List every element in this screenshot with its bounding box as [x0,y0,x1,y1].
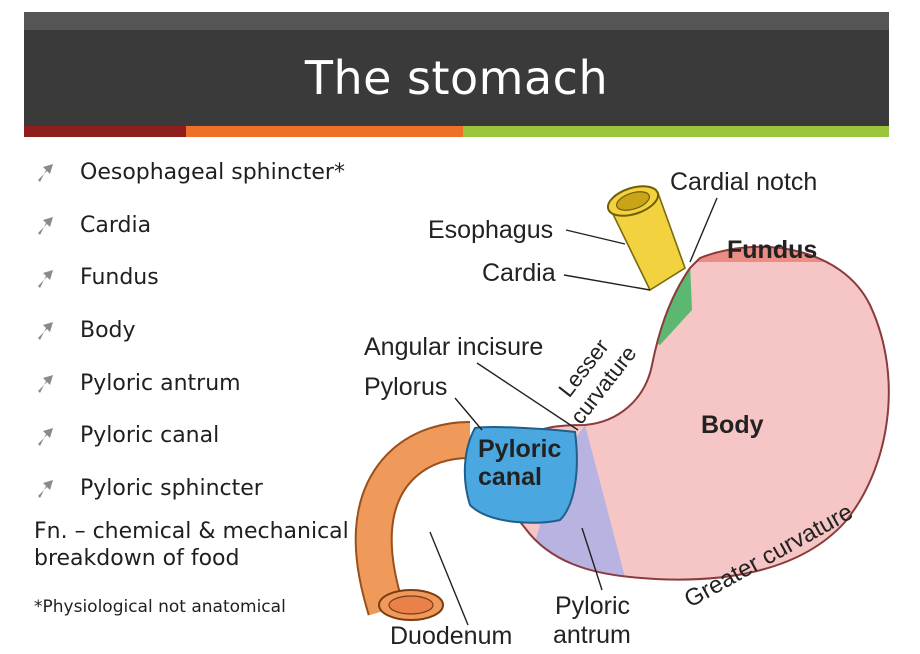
accent-bar-orange [186,126,463,137]
bullet-label: Fundus [80,265,159,291]
bullet-label: Pyloric canal [80,423,220,449]
bullet-list: Oesophageal sphincter* Cardia Fundus Bod… [34,146,345,515]
duodenum-region [354,421,471,621]
arrow-up-right-icon [34,161,64,183]
label-cardial-notch: Cardial notch [670,168,817,196]
label-pyloric-canal-line: canal [478,463,542,491]
function-note: Fn. – chemical & mechanical breakdown of… [34,518,374,572]
arrow-up-right-icon [34,425,64,447]
arrow-up-right-icon [34,477,64,499]
stomach-outline [505,245,890,581]
list-item: Oesophageal sphincter* [34,146,345,199]
list-item: Body [34,304,345,357]
pyloric-canal-region [463,426,578,524]
arrow-up-right-icon [34,372,64,394]
accent-bar-green [463,126,889,137]
label-pyloric-canal-line: Pyloric [478,435,561,463]
function-note-line: Fn. – chemical & mechanical [34,519,349,544]
label-pylorus: Pylorus [364,373,447,401]
title-top-strip [24,12,889,30]
list-item: Fundus [34,251,345,304]
label-pyloric-antrum-line: antrum [553,621,631,649]
list-item: Pyloric sphincter [34,462,345,515]
esophagus-region [606,185,686,292]
label-body: Body [701,411,764,439]
accent-bar-red [24,126,186,137]
label-duodenum: Duodenum [390,622,512,650]
list-item: Cardia [34,199,345,252]
function-note-line: breakdown of food [34,546,240,571]
label-angular-incisure: Angular incisure [364,333,543,361]
label-pyloric-antrum-line: Pyloric [555,592,630,620]
label-esophagus: Esophagus [428,216,553,244]
arrow-up-right-icon [34,267,64,289]
label-cardia: Cardia [482,259,556,287]
bullet-label: Pyloric antrum [80,370,241,396]
label-fundus: Fundus [727,236,817,264]
footnote: *Physiological not anatomical [34,597,286,617]
list-item: Pyloric antrum [34,357,345,410]
arrow-up-right-icon [34,214,64,236]
bullet-label: Cardia [80,212,152,238]
bullet-label: Oesophageal sphincter* [80,159,345,185]
bullet-label: Pyloric sphincter [80,475,263,501]
bullet-label: Body [80,317,136,343]
arrow-up-right-icon [34,319,64,341]
title-bar: The stomach [24,30,889,126]
slide-title: The stomach [304,51,609,105]
list-item: Pyloric canal [34,409,345,462]
